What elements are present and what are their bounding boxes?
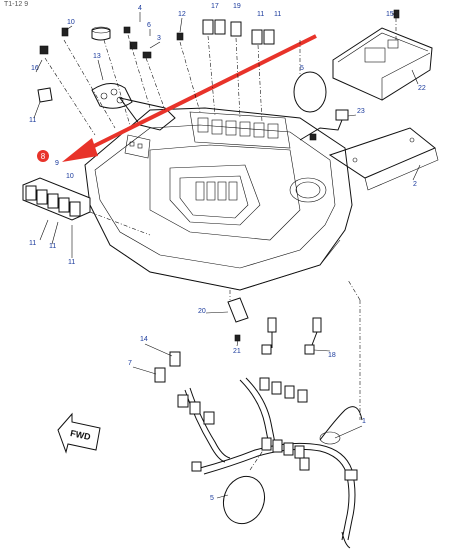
callout-9: 9 <box>55 160 59 167</box>
rocker-switches-top <box>202 19 275 45</box>
loose-connectors <box>154 297 322 383</box>
callout-5-bottom: 5 <box>210 495 214 502</box>
callout-17: 17 <box>211 3 219 10</box>
wiring-harness <box>177 377 363 549</box>
console-slots <box>195 181 238 201</box>
callout-14: 14 <box>140 336 148 343</box>
screw-15 <box>393 9 400 40</box>
callout-11-c: 11 <box>274 11 281 18</box>
callout-22: 22 <box>418 85 426 92</box>
callout-20: 20 <box>198 308 206 315</box>
cup-holder <box>289 177 327 203</box>
connector-23 <box>299 109 349 141</box>
callout-3: 3 <box>157 35 161 42</box>
fwd-direction-indicator: FWD <box>57 412 101 454</box>
callout-10: 10 <box>67 19 75 26</box>
callout-18: 18 <box>328 352 336 359</box>
callout-19: 19 <box>233 3 241 10</box>
callout-13: 13 <box>93 53 101 60</box>
callout-21: 21 <box>233 348 241 355</box>
highlight-arrow <box>62 34 317 162</box>
callout-11-d: 11 <box>29 240 36 247</box>
callout-16: 16 <box>31 65 39 72</box>
o-ring-top <box>293 71 327 113</box>
callout-10-b: 10 <box>66 173 74 180</box>
callout-4: 4 <box>138 5 142 12</box>
switch-bank-left <box>22 177 91 221</box>
callout-5-top: 5 <box>300 65 304 72</box>
knob-parts <box>37 26 184 103</box>
o-ring-bottom <box>222 475 266 525</box>
callout-11-f: 11 <box>68 259 75 266</box>
callout-11-e: 11 <box>49 243 56 250</box>
callout-2: 2 <box>413 181 417 188</box>
highlight-badge-label: 8 <box>41 152 46 161</box>
header-part-code: T1-12 9 <box>4 1 28 8</box>
callout-6: 6 <box>147 22 151 29</box>
callout-7: 7 <box>128 360 132 367</box>
fwd-label: FWD <box>69 428 92 442</box>
highlight-badge <box>37 150 49 162</box>
joystick-assembly <box>91 83 176 159</box>
callout-11-b: 11 <box>257 11 264 18</box>
callout-ticks <box>33 12 421 499</box>
leader-lines <box>44 34 361 471</box>
callout-23: 23 <box>357 108 365 115</box>
top-switch-panel <box>189 111 291 149</box>
callout-1: 1 <box>362 418 366 425</box>
callout-15: 15 <box>386 11 394 18</box>
callout-11-a: 11 <box>29 117 36 124</box>
mounting-bracket <box>328 127 439 191</box>
ecu-module <box>332 27 433 101</box>
callout-labels: 4 6 3 10 13 16 11 12 17 19 11 11 15 22 5… <box>29 3 426 502</box>
console-housing <box>84 107 353 291</box>
callout-12: 12 <box>178 11 186 18</box>
